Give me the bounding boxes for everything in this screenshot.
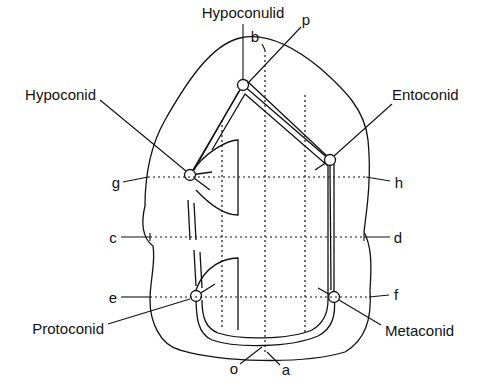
leader-line bbox=[262, 44, 265, 50]
ridge bbox=[330, 166, 331, 290]
reference-letter: e bbox=[109, 289, 117, 307]
reference-line bbox=[148, 176, 366, 177]
fovea-arc bbox=[196, 258, 238, 330]
leader-line bbox=[249, 27, 301, 82]
reference-letter: f bbox=[394, 286, 398, 304]
leader-line bbox=[121, 296, 150, 297]
leader-line bbox=[240, 347, 262, 364]
reference-line bbox=[304, 95, 305, 335]
cusp-label: Protoconid bbox=[32, 320, 104, 338]
reference-letter: g bbox=[112, 174, 120, 192]
occlusal-rim-outer bbox=[190, 85, 335, 346]
reference-letter: d bbox=[394, 229, 402, 247]
cusp-tip bbox=[238, 80, 249, 91]
cusp-tip bbox=[325, 155, 336, 166]
leader-line bbox=[108, 299, 190, 324]
cusp-tip bbox=[191, 291, 202, 302]
reference-line bbox=[264, 50, 265, 352]
ridge bbox=[194, 91, 239, 170]
leader-line bbox=[267, 352, 280, 365]
reference-letter: c bbox=[109, 229, 117, 247]
leader-line bbox=[100, 100, 186, 171]
reference-letter: o bbox=[230, 360, 238, 378]
cusp-label: Metaconid bbox=[385, 322, 454, 340]
leader-line bbox=[366, 177, 390, 181]
leader-line bbox=[123, 177, 148, 182]
fovea-arc bbox=[188, 200, 196, 240]
cusp-label: Entoconid bbox=[392, 86, 459, 104]
reference-line bbox=[150, 236, 364, 237]
reference-line bbox=[221, 120, 222, 330]
cusp-label: Hypoconid bbox=[25, 86, 96, 104]
cusp-label: Hypoconulid bbox=[202, 4, 285, 22]
leader-line bbox=[242, 24, 243, 79]
leader-line bbox=[121, 233, 150, 241]
leader-line bbox=[364, 233, 390, 241]
cusp-ridge bbox=[190, 160, 334, 297]
reference-letter: p bbox=[302, 11, 310, 29]
reference-line bbox=[150, 296, 369, 297]
leader-line bbox=[334, 104, 392, 156]
crown-outline bbox=[143, 37, 371, 361]
ridge bbox=[246, 80, 327, 156]
cusp-tip bbox=[185, 170, 196, 181]
reference-letter: h bbox=[395, 174, 403, 192]
reference-letter: a bbox=[282, 361, 290, 379]
reference-letter: b bbox=[251, 28, 259, 46]
fovea-arc bbox=[194, 250, 202, 288]
leader-line bbox=[369, 295, 389, 297]
leader-line bbox=[339, 300, 381, 325]
